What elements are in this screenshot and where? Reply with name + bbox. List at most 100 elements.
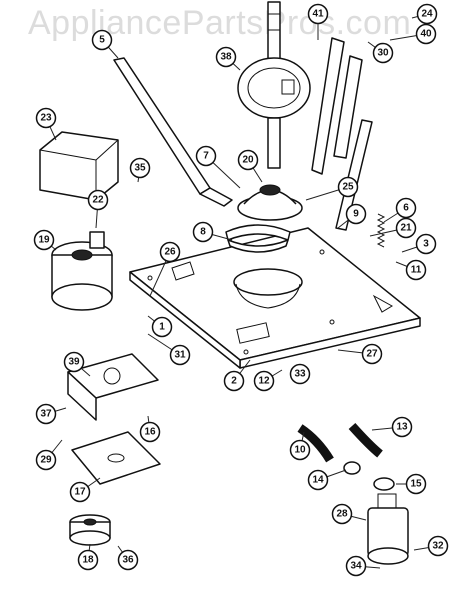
callout-22: 22 bbox=[87, 189, 109, 211]
callout-number: 6 bbox=[403, 203, 409, 214]
callout-number: 1 bbox=[159, 322, 165, 333]
callout-circle bbox=[35, 449, 57, 471]
callout-circle bbox=[35, 107, 57, 129]
callout-circle bbox=[159, 241, 181, 263]
callout-circle bbox=[33, 229, 55, 251]
callout-number: 39 bbox=[68, 357, 80, 368]
callout-36: 36 bbox=[117, 549, 139, 571]
callout-18: 18 bbox=[77, 549, 99, 571]
callout-circle bbox=[195, 145, 217, 167]
callout-circle bbox=[91, 29, 113, 51]
pulley bbox=[69, 514, 111, 546]
callout-number: 14 bbox=[312, 475, 324, 486]
callout-number: 22 bbox=[92, 195, 104, 206]
callout-5: 5 bbox=[91, 29, 113, 51]
callout-circle bbox=[63, 351, 85, 373]
long-arm-left bbox=[113, 57, 233, 207]
callout-34: 34 bbox=[345, 555, 367, 577]
callout-15: 15 bbox=[405, 473, 427, 495]
callout-number: 32 bbox=[432, 541, 444, 552]
long-arm-right bbox=[311, 37, 373, 231]
callout-number: 3 bbox=[423, 239, 429, 250]
hose-right bbox=[348, 422, 383, 458]
callout-38: 38 bbox=[215, 46, 237, 68]
callout-circle bbox=[307, 3, 329, 25]
callout-3: 3 bbox=[415, 233, 437, 255]
callout-35: 35 bbox=[129, 157, 151, 179]
callout-circle bbox=[427, 535, 449, 557]
callout-number: 30 bbox=[377, 48, 389, 59]
callout-23: 23 bbox=[35, 107, 57, 129]
callout-number: 37 bbox=[40, 409, 52, 420]
callout-29: 29 bbox=[35, 449, 57, 471]
callout-number: 26 bbox=[164, 247, 176, 258]
callout-number: 20 bbox=[242, 155, 254, 166]
callout-number: 21 bbox=[400, 223, 412, 234]
clamp-fitting bbox=[343, 461, 361, 475]
callout-number: 38 bbox=[220, 52, 232, 63]
callout-32: 32 bbox=[427, 535, 449, 557]
callout-number: 2 bbox=[231, 376, 237, 387]
watermark: AppliancePartsPros.com bbox=[28, 4, 412, 42]
callout-number: 17 bbox=[74, 487, 86, 498]
callout-circle bbox=[215, 46, 237, 68]
callout-2: 2 bbox=[223, 370, 245, 392]
callout-circle bbox=[372, 42, 394, 64]
callout-number: 15 bbox=[410, 479, 422, 490]
callout-17: 17 bbox=[69, 481, 91, 503]
callout-circle bbox=[289, 363, 311, 385]
callout-number: 28 bbox=[336, 509, 348, 520]
callout-circle bbox=[391, 416, 413, 438]
callout-16: 16 bbox=[139, 421, 161, 443]
callout-41: 41 bbox=[307, 3, 329, 25]
transmission-assembly bbox=[237, 1, 311, 169]
callout-number: 11 bbox=[411, 265, 422, 276]
callout-number: 18 bbox=[82, 555, 94, 566]
callout-circle bbox=[139, 421, 161, 443]
callout-39: 39 bbox=[63, 351, 85, 373]
callout-20: 20 bbox=[237, 149, 259, 171]
callout-number: 7 bbox=[203, 151, 209, 162]
callout-21: 21 bbox=[395, 217, 417, 239]
callout-circle bbox=[361, 343, 383, 365]
cam-cone bbox=[237, 184, 303, 221]
callout-30: 30 bbox=[372, 42, 394, 64]
callout-number: 35 bbox=[134, 163, 146, 174]
callout-13: 13 bbox=[391, 416, 413, 438]
callout-number: 10 bbox=[294, 445, 306, 456]
callout-circle bbox=[395, 197, 417, 219]
callout-circle bbox=[331, 503, 353, 525]
mounting-bracket bbox=[67, 353, 159, 421]
callout-circle bbox=[151, 316, 173, 338]
callout-circle bbox=[223, 370, 245, 392]
callout-9: 9 bbox=[345, 203, 367, 225]
callout-circle bbox=[415, 233, 437, 255]
callout-24: 24 bbox=[416, 3, 438, 25]
callout-circle bbox=[415, 23, 437, 45]
base-plate bbox=[129, 227, 421, 369]
callout-number: 5 bbox=[99, 35, 105, 46]
callout-circle bbox=[253, 370, 275, 392]
callout-number: 24 bbox=[421, 9, 433, 20]
callout-circle bbox=[87, 189, 109, 211]
callout-25: 25 bbox=[337, 176, 359, 198]
callout-circle bbox=[77, 549, 99, 571]
callout-27: 27 bbox=[361, 343, 383, 365]
callout-circle bbox=[192, 221, 214, 243]
callout-circle bbox=[289, 439, 311, 461]
callout-number: 31 bbox=[174, 350, 186, 361]
callout-number: 33 bbox=[294, 369, 306, 380]
callout-number: 27 bbox=[366, 349, 378, 360]
callout-number: 36 bbox=[122, 555, 134, 566]
pump-clamp bbox=[373, 477, 395, 491]
callout-40: 40 bbox=[415, 23, 437, 45]
split-ring bbox=[225, 224, 291, 253]
callout-11: 11 bbox=[405, 259, 427, 281]
callout-circle bbox=[337, 176, 359, 198]
callout-8: 8 bbox=[192, 221, 214, 243]
callout-19: 19 bbox=[33, 229, 55, 251]
callout-number: 9 bbox=[353, 209, 359, 220]
callout-number: 16 bbox=[144, 427, 156, 438]
